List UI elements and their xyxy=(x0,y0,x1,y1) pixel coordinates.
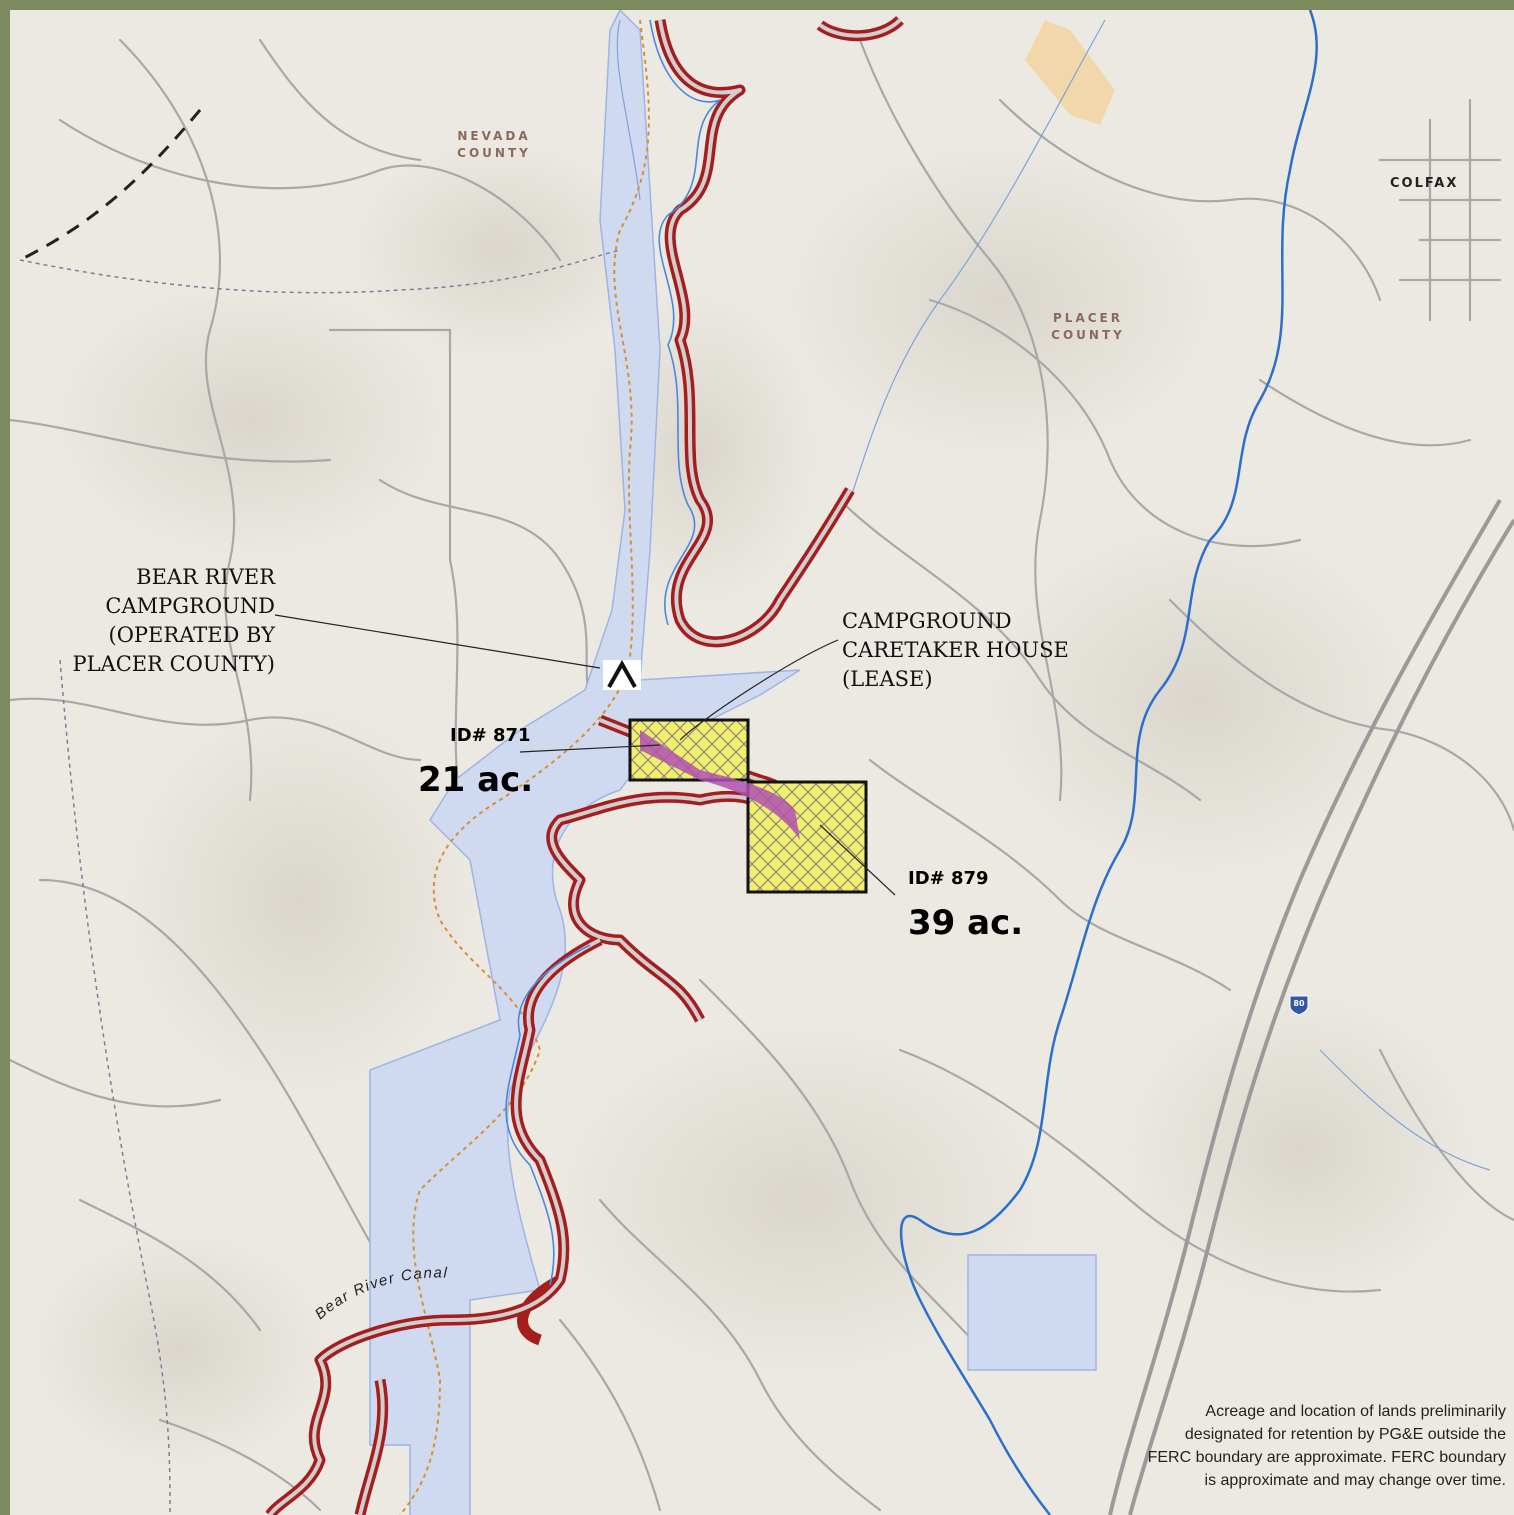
campground-callout-line: PLACER COUNTY) xyxy=(72,652,275,676)
caretaker-callout-line: (LEASE) xyxy=(842,667,933,691)
parcel-879-id: ID# 879 xyxy=(908,868,989,889)
colfax-label: COLFAX xyxy=(1390,176,1459,191)
parcel-871-acres: 21 ac. xyxy=(418,760,534,800)
campground-callout: BEAR RIVER CAMPGROUND (OPERATED BY PLACE… xyxy=(45,563,275,679)
caretaker-callout: CAMPGROUND CARETAKER HOUSE (LEASE) xyxy=(842,607,1069,694)
caretaker-callout-line: CARETAKER HOUSE xyxy=(842,638,1069,662)
campground-callout-line: (OPERATED BY xyxy=(108,623,275,647)
interstate-shield-icon xyxy=(1289,995,1309,1016)
county-line xyxy=(19,109,621,1515)
disclaimer-line: Acreage and location of lands preliminar… xyxy=(1205,1403,1506,1420)
ferc-boundary xyxy=(265,15,904,1515)
campground-icon[interactable] xyxy=(603,659,641,690)
trail xyxy=(399,19,650,1515)
campground-callout-line: BEAR RIVER xyxy=(136,565,275,589)
leader-lines xyxy=(274,614,896,896)
parcel-871-id: ID# 871 xyxy=(450,725,531,746)
creek xyxy=(899,10,1318,1515)
campground-callout-line: CAMPGROUND xyxy=(105,594,275,618)
disclaimer-line: FERC boundary are approximate. FERC boun… xyxy=(1147,1449,1506,1466)
interstate-shield-number: 80 xyxy=(1293,999,1305,1008)
developed-area xyxy=(1025,20,1115,125)
parcel-879-acres: 39 ac. xyxy=(908,903,1024,943)
interstate-80 xyxy=(1108,498,1514,1515)
campground-parcel xyxy=(640,730,800,840)
disclaimer-note: Acreage and location of lands preliminar… xyxy=(1148,1400,1506,1492)
streams xyxy=(616,19,1491,1171)
disclaimer-line: is approximate and may change over time. xyxy=(1204,1472,1506,1489)
pond-parcel xyxy=(967,1254,1097,1371)
map-canvas: Bear River Canal xyxy=(10,10,1514,1515)
disclaimer-line: designated for retention by PG&E outside… xyxy=(1184,1426,1506,1443)
caretaker-callout-line: CAMPGROUND xyxy=(842,609,1012,633)
roads xyxy=(10,38,1514,1512)
